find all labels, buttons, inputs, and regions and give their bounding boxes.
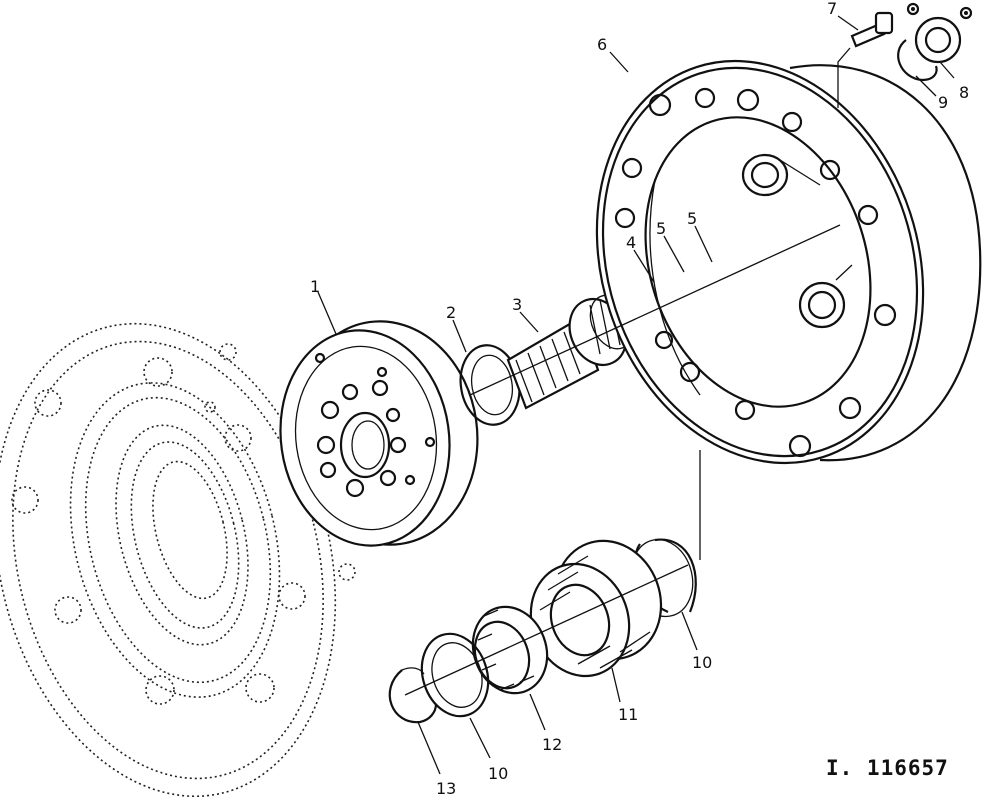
figure-id: I. 116657 [826, 756, 949, 780]
callout-2: 2 [446, 303, 456, 322]
callout-10-upper: 10 [692, 653, 712, 672]
wheel-hub-phantom [0, 322, 356, 798]
snap-ring-lower [388, 667, 438, 724]
callout-13: 13 [436, 779, 456, 798]
callout-labels: 1 2 3 4 5 5 6 7 8 9 10 10 11 12 13 [310, 0, 969, 798]
callout-8: 8 [959, 83, 969, 102]
leader-lines [317, 15, 955, 775]
needle-bearing [471, 605, 549, 695]
planet-carrier [279, 320, 479, 547]
washer-lower [420, 632, 490, 718]
plug-and-bolt [850, 2, 973, 82]
callout-3: 3 [512, 295, 522, 314]
callout-10-lower: 10 [488, 764, 508, 783]
assembly-axis-lines [404, 47, 851, 696]
callout-5b: 5 [687, 209, 697, 228]
callout-5a: 5 [656, 219, 666, 238]
callout-4: 4 [626, 233, 636, 252]
callout-11: 11 [618, 705, 638, 724]
callout-9: 9 [938, 93, 948, 112]
planet-gear [529, 539, 663, 678]
callout-6: 6 [597, 35, 607, 54]
callout-7: 7 [827, 0, 837, 18]
ring-gear-housing [595, 59, 982, 465]
callout-12: 12 [542, 735, 562, 754]
callout-1: 1 [310, 277, 320, 296]
